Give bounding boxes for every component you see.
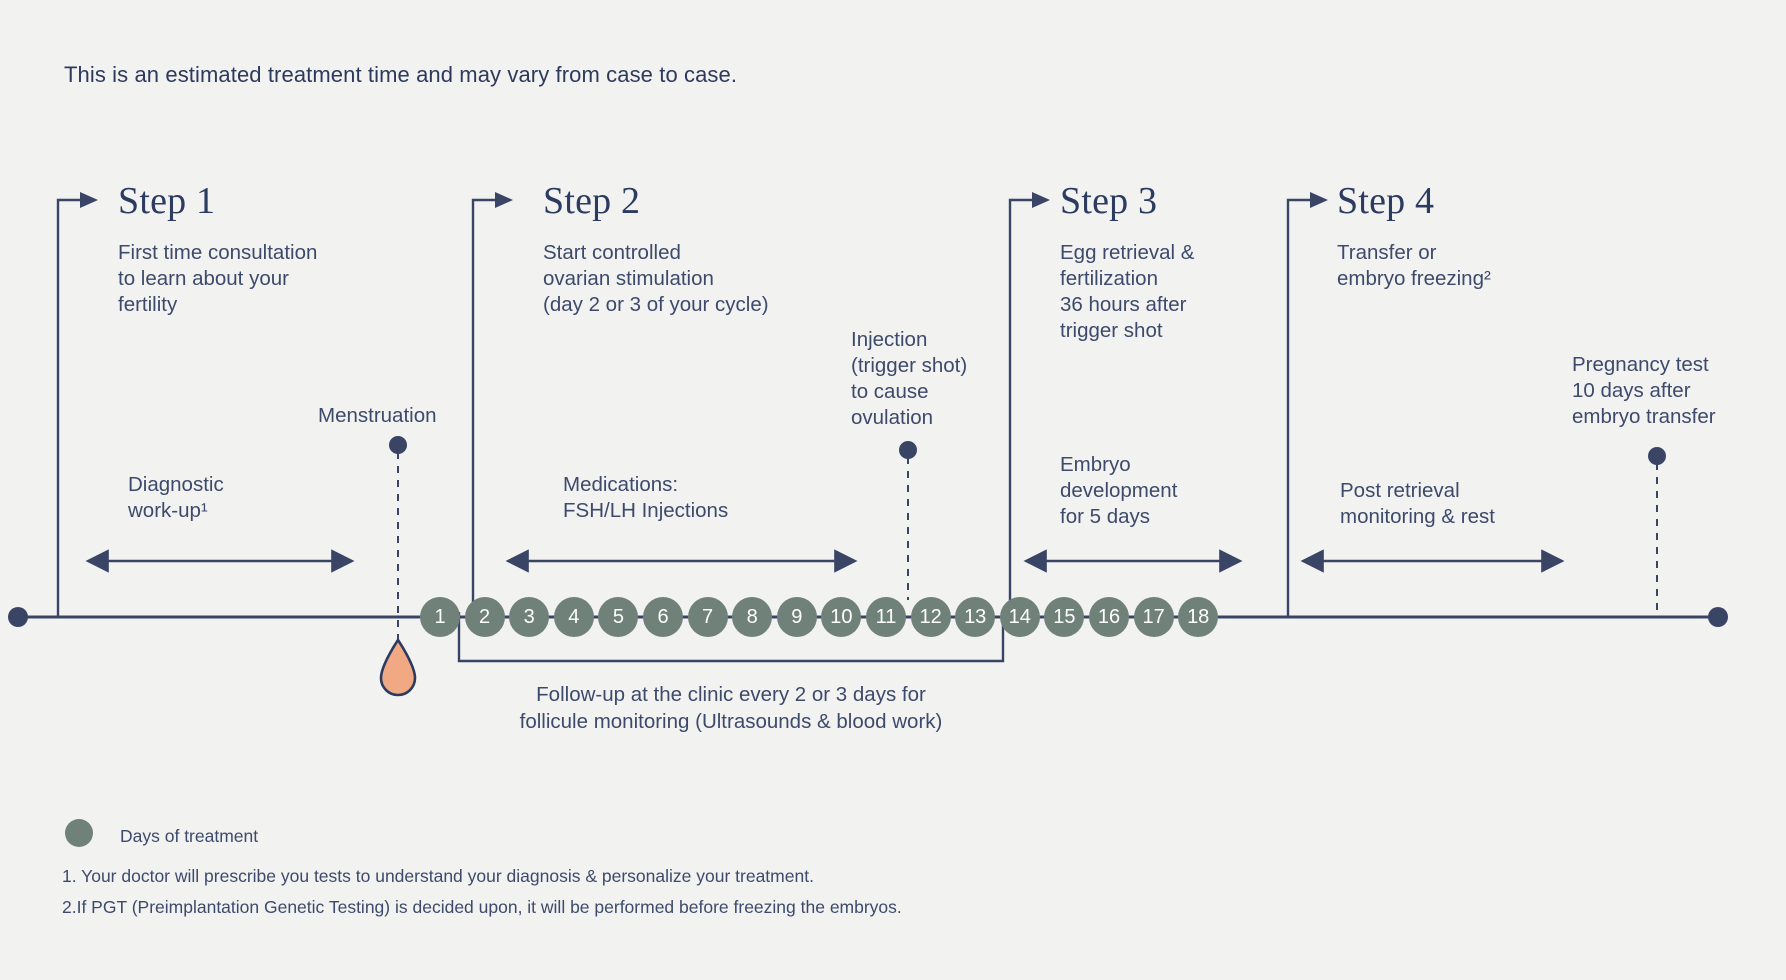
day-circle-2: 2 bbox=[464, 597, 505, 637]
day-circle-12: 12 bbox=[910, 597, 951, 637]
day-circle-18: 18 bbox=[1178, 597, 1219, 637]
menstruation-dropline bbox=[389, 436, 407, 640]
day-circle-10: 10 bbox=[821, 597, 862, 637]
span-label-medications: Medications:FSH/LH Injections bbox=[563, 473, 729, 522]
day-circle-5: 5 bbox=[598, 597, 639, 637]
legend-day-label: Days of treatment bbox=[120, 826, 259, 846]
day-circle-9: 9 bbox=[776, 597, 817, 637]
step-2-connector bbox=[471, 192, 513, 617]
pregnancy-test-dropline bbox=[1648, 447, 1666, 612]
day-circle-3: 3 bbox=[509, 597, 550, 637]
day-circle-11: 11 bbox=[866, 597, 906, 637]
step-1-connector bbox=[56, 192, 98, 617]
footnote-2: 2.If PGT (Preimplantation Genetic Testin… bbox=[62, 897, 902, 917]
day-circle-8: 8 bbox=[732, 597, 773, 637]
step-3-title: Step 3 bbox=[1060, 180, 1158, 222]
followup-bracket bbox=[457, 612, 1005, 663]
intro-text: This is an estimated treatment time and … bbox=[64, 62, 738, 87]
pregnancy-test-dot bbox=[1648, 447, 1666, 465]
trigger-injection-dropline bbox=[899, 441, 917, 600]
day-circle-4: 4 bbox=[553, 597, 594, 637]
step-3-connector bbox=[1008, 192, 1050, 617]
step-1-title: Step 1 bbox=[118, 180, 216, 222]
timeline-start-dot bbox=[8, 607, 28, 627]
day-circle-1: 1 bbox=[420, 597, 460, 637]
day-circle-6: 6 bbox=[643, 597, 683, 637]
step-2-title: Step 2 bbox=[543, 180, 641, 222]
menstruation-label: Menstruation bbox=[318, 404, 437, 427]
timeline-end-dot bbox=[1708, 607, 1728, 627]
menstruation-dot bbox=[389, 436, 407, 454]
followup-caption: Follow-up at the clinic every 2 or 3 day… bbox=[519, 683, 943, 733]
step-4-title: Step 4 bbox=[1337, 180, 1435, 222]
day-circle-15: 15 bbox=[1044, 597, 1085, 637]
day-circle-16: 16 bbox=[1089, 597, 1129, 637]
day-circle-14: 14 bbox=[999, 597, 1040, 637]
legend-day-dot-icon bbox=[65, 819, 93, 847]
step-4-connector bbox=[1286, 192, 1328, 617]
trigger-injection-dot bbox=[899, 441, 917, 459]
day-circle-17: 17 bbox=[1133, 597, 1174, 637]
day-circle-7: 7 bbox=[687, 597, 728, 637]
footnote-1: 1. Your doctor will prescribe you tests … bbox=[62, 866, 814, 886]
day-circle-13: 13 bbox=[955, 597, 996, 637]
blood-drop-icon bbox=[379, 638, 417, 697]
